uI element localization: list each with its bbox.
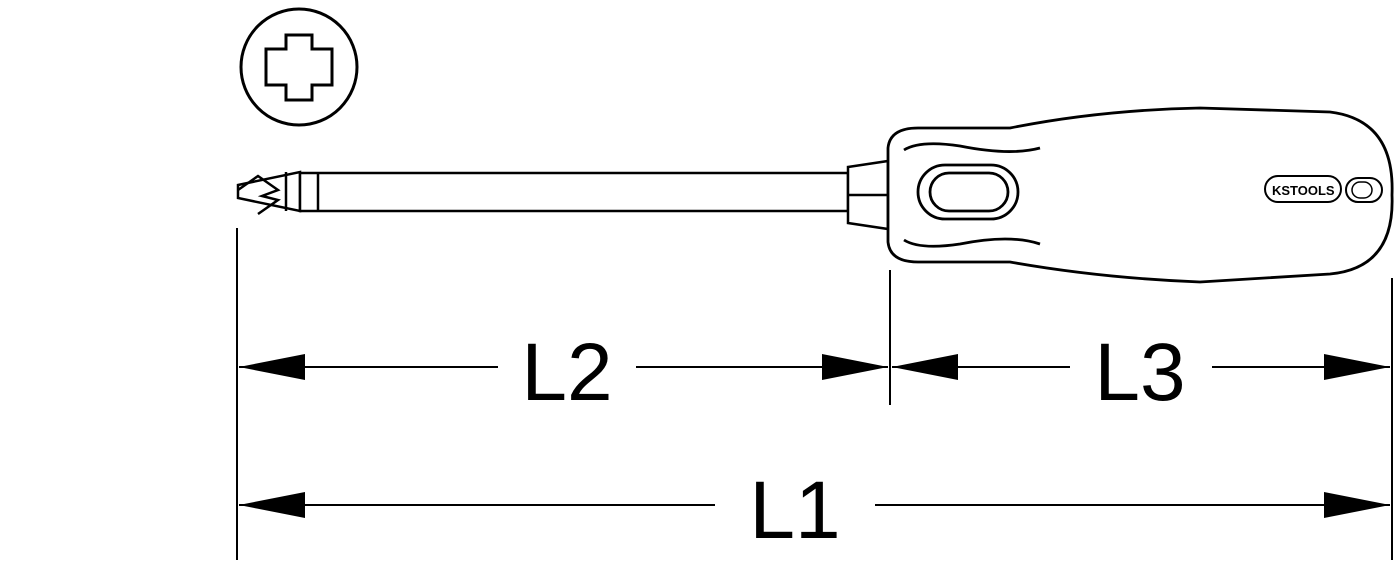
dimension-arrow-icon (1324, 354, 1390, 380)
dimension-label-l1: L1 (749, 465, 840, 556)
brand-logo-text: KSTOOLS (1272, 183, 1335, 198)
dimension-l1: L1 (239, 465, 1390, 556)
dimension-l3: L3 (892, 327, 1390, 418)
brand-logo: KSTOOLS (1264, 175, 1383, 203)
extension-lines (236, 228, 1393, 560)
dimension-arrow-icon (822, 354, 888, 380)
dimension-label-l2: L2 (521, 327, 612, 418)
phillips-tip-symbol-icon (239, 7, 359, 127)
screwdriver-shaft (298, 171, 850, 213)
screwdriver-handle (886, 106, 1394, 284)
dimension-arrow-icon (239, 492, 305, 518)
dimension-arrow-icon (1324, 492, 1390, 518)
dimension-l2: L2 (239, 327, 888, 418)
dimension-label-l3: L3 (1094, 327, 1185, 418)
dimension-arrow-icon (239, 354, 305, 380)
dimension-arrow-icon (892, 354, 958, 380)
screwdriver-tip (236, 170, 302, 216)
hex-bolster (846, 159, 890, 231)
